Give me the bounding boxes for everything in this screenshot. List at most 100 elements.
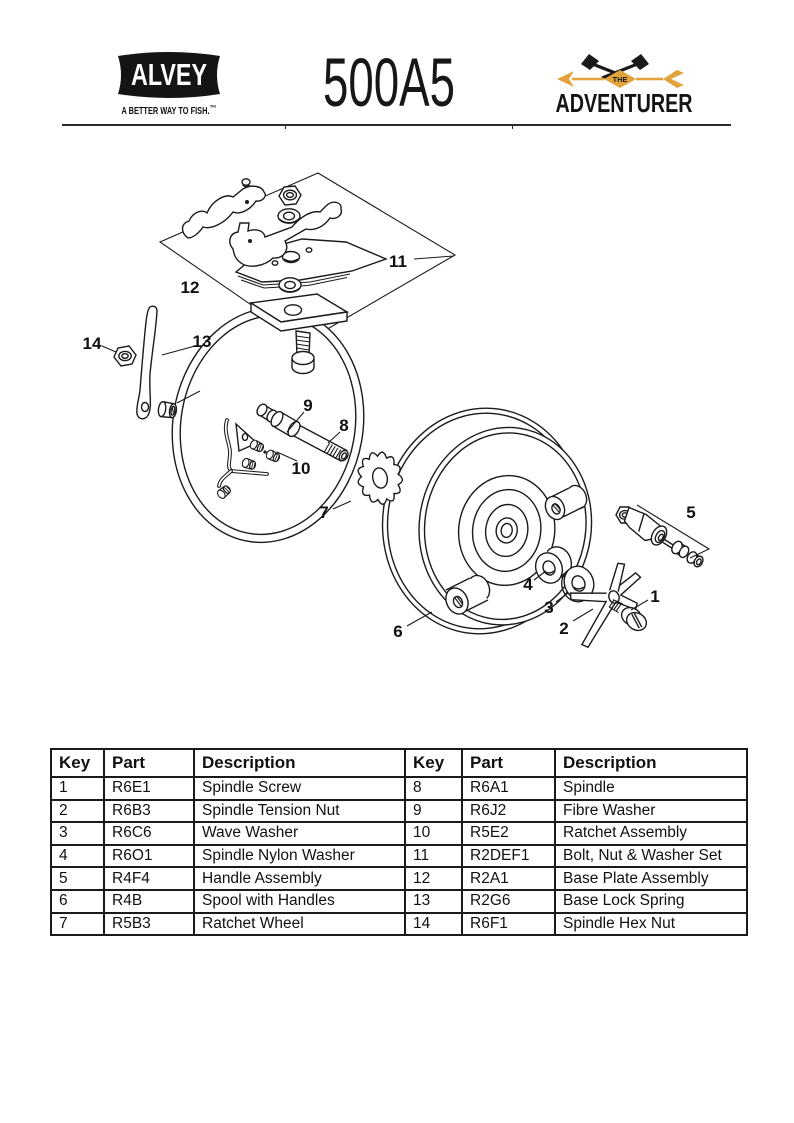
alvey-badge (118, 52, 220, 98)
part-code-cell: R6E1 (103, 776, 195, 801)
part-code-cell: R5B3 (103, 911, 195, 937)
alvey-wordmark: ALVEY (131, 57, 207, 92)
callout-8: 8 (339, 416, 348, 435)
part-code-cell: R2A1 (461, 866, 556, 891)
callout-3: 3 (544, 598, 553, 617)
leader-lines (101, 255, 711, 627)
callout-14: 14 (83, 334, 102, 353)
part-spindle-tension-nut (569, 562, 642, 649)
part-description-cell: Spindle Tension Nut (193, 798, 406, 824)
part-code-cell: R5E2 (461, 821, 556, 846)
part-spool (381, 407, 593, 635)
part-key-cell: 2 (50, 798, 105, 824)
part-description-cell: Base Plate Assembly (554, 866, 748, 891)
part-description-cell: Spindle Nylon Washer (193, 843, 406, 869)
part-code-cell: R2G6 (461, 888, 556, 914)
part-code-cell: R2DEF1 (461, 843, 556, 869)
divider-tick (285, 124, 286, 129)
part-description-cell: Bolt, Nut & Washer Set (554, 843, 748, 869)
part-description-cell: Base Lock Spring (554, 888, 748, 914)
spool-handle-knob (445, 574, 491, 615)
column-header-description: Description (193, 748, 406, 778)
header-divider (62, 124, 731, 126)
callout-5: 5 (686, 503, 695, 522)
part-description-cell: Wave Washer (193, 821, 406, 846)
column-header-part: Part (103, 748, 195, 778)
callout-1: 1 (650, 587, 659, 606)
part-key-cell: 14 (404, 911, 463, 937)
spool-handle-knob (544, 484, 588, 521)
part-description-cell: Spindle Screw (193, 776, 406, 801)
the-diamond (604, 70, 636, 88)
callout-11: 11 (389, 252, 407, 271)
part-key-cell: 13 (404, 888, 463, 914)
part-code-cell: R6O1 (103, 843, 195, 869)
part-description-cell: Spindle Hex Nut (554, 911, 748, 937)
part-key-cell: 9 (404, 798, 463, 824)
alvey-tagline: A BETTER WAY TO FISH.™ (122, 105, 217, 117)
part-code-cell: R6F1 (461, 911, 556, 937)
callout-4: 4 (523, 575, 533, 594)
part-frame-bracket (249, 293, 350, 332)
column-header-key: Key (50, 748, 105, 778)
part-wave-washer (560, 565, 595, 603)
the-label: THE (613, 75, 628, 84)
model-number: 500A5 (323, 44, 455, 121)
divider-tick (512, 124, 513, 129)
part-code-cell: R6C6 (103, 821, 195, 846)
part-bolt-nut-washer-set (241, 178, 302, 293)
part-fibre-washer (270, 410, 301, 438)
part-key-cell: 1 (50, 776, 105, 801)
adventurer-logo: THE ADVENTURER (556, 54, 693, 118)
part-key-cell: 11 (404, 843, 463, 869)
part-frame-bush (157, 400, 178, 419)
part-base-plate-assembly (181, 185, 388, 289)
part-description-cell: Handle Assembly (193, 866, 406, 891)
part-code-cell: R6B3 (103, 798, 195, 824)
part-description-cell: Fibre Washer (554, 798, 748, 824)
part-code-cell: R6A1 (461, 776, 556, 801)
part-key-cell: 7 (50, 911, 105, 937)
callout-10: 10 (292, 459, 311, 478)
part-spindle-nylon-washer (534, 546, 573, 584)
column-header-key: Key (404, 748, 463, 778)
alvey-logo: ALVEY A BETTER WAY TO FISH.™ (118, 52, 220, 117)
part-key-cell: 3 (50, 821, 105, 846)
part-description-cell: Ratchet Wheel (193, 911, 406, 937)
callout-7: 7 (319, 503, 328, 522)
part-description-cell: Ratchet Assembly (554, 821, 748, 846)
part-frame-bolt (291, 330, 315, 375)
part-spindle-hex-nut (113, 345, 137, 367)
part-key-cell: 10 (404, 821, 463, 846)
part-description-cell: Spindle (554, 776, 748, 801)
arrow-icon: THE (557, 70, 684, 88)
part-description-cell: Spool with Handles (193, 888, 406, 914)
page-header: ALVEY A BETTER WAY TO FISH.™ 500A5 THE (118, 44, 693, 121)
adventurer-wordmark: ADVENTURER (556, 90, 693, 118)
tension-nut-arm (569, 592, 610, 603)
part-spindle-screw (608, 599, 648, 632)
callout-13: 13 (193, 332, 212, 351)
part-handle-assembly (615, 506, 704, 568)
part-key-cell: 4 (50, 843, 105, 869)
part-ratchet-assembly (215, 418, 282, 501)
callout-9: 9 (303, 396, 312, 415)
